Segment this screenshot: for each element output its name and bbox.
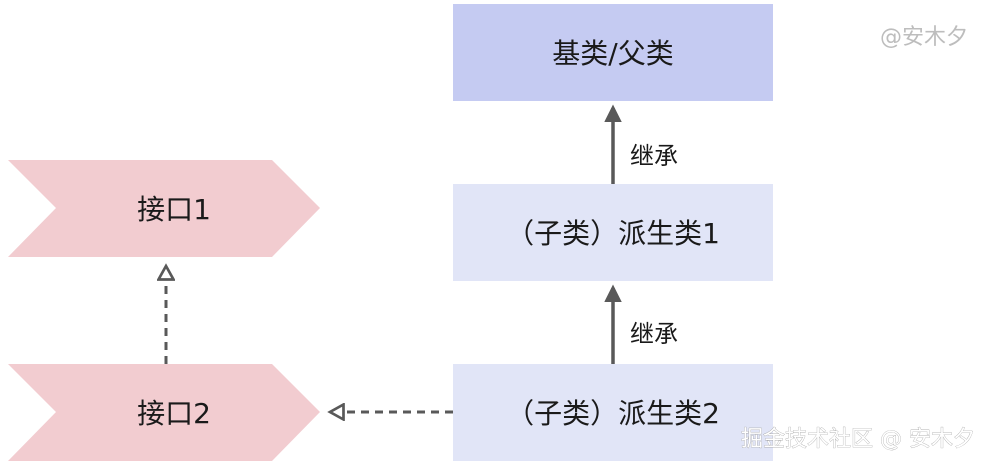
derived-class-1-label: （子类）派生类1 [506, 217, 720, 250]
interface-1-node: 接口1 [8, 160, 320, 257]
derived-class-1-node: （子类）派生类1 [453, 184, 773, 281]
inherit-label-1: 继承 [630, 142, 678, 170]
derived-class-1-box [453, 184, 773, 281]
base-class-label: 基类/父类 [552, 37, 673, 70]
interface-2-shape [8, 364, 320, 461]
watermark-top: @安木夕 [880, 25, 968, 50]
derived-class-2-node: （子类）派生类2 [453, 364, 773, 461]
interface-1-shape [8, 160, 320, 257]
interface-2-node: 接口2 [8, 364, 320, 461]
interface-2-label: 接口2 [137, 397, 211, 430]
base-class-node: 基类/父类 [453, 4, 773, 101]
inherit-edge-2: 继承 [604, 284, 678, 364]
inherit-edge-1: 继承 [604, 104, 678, 184]
interface-1-label: 接口1 [137, 193, 211, 226]
derived-class-2-label: （子类）派生类2 [506, 397, 720, 430]
derived-class-2-box [453, 364, 773, 461]
inherit-label-2: 继承 [630, 320, 678, 348]
watermark-bottom: 掘金技术社区 @ 安木夕 [741, 427, 975, 452]
base-class-box [453, 4, 773, 101]
